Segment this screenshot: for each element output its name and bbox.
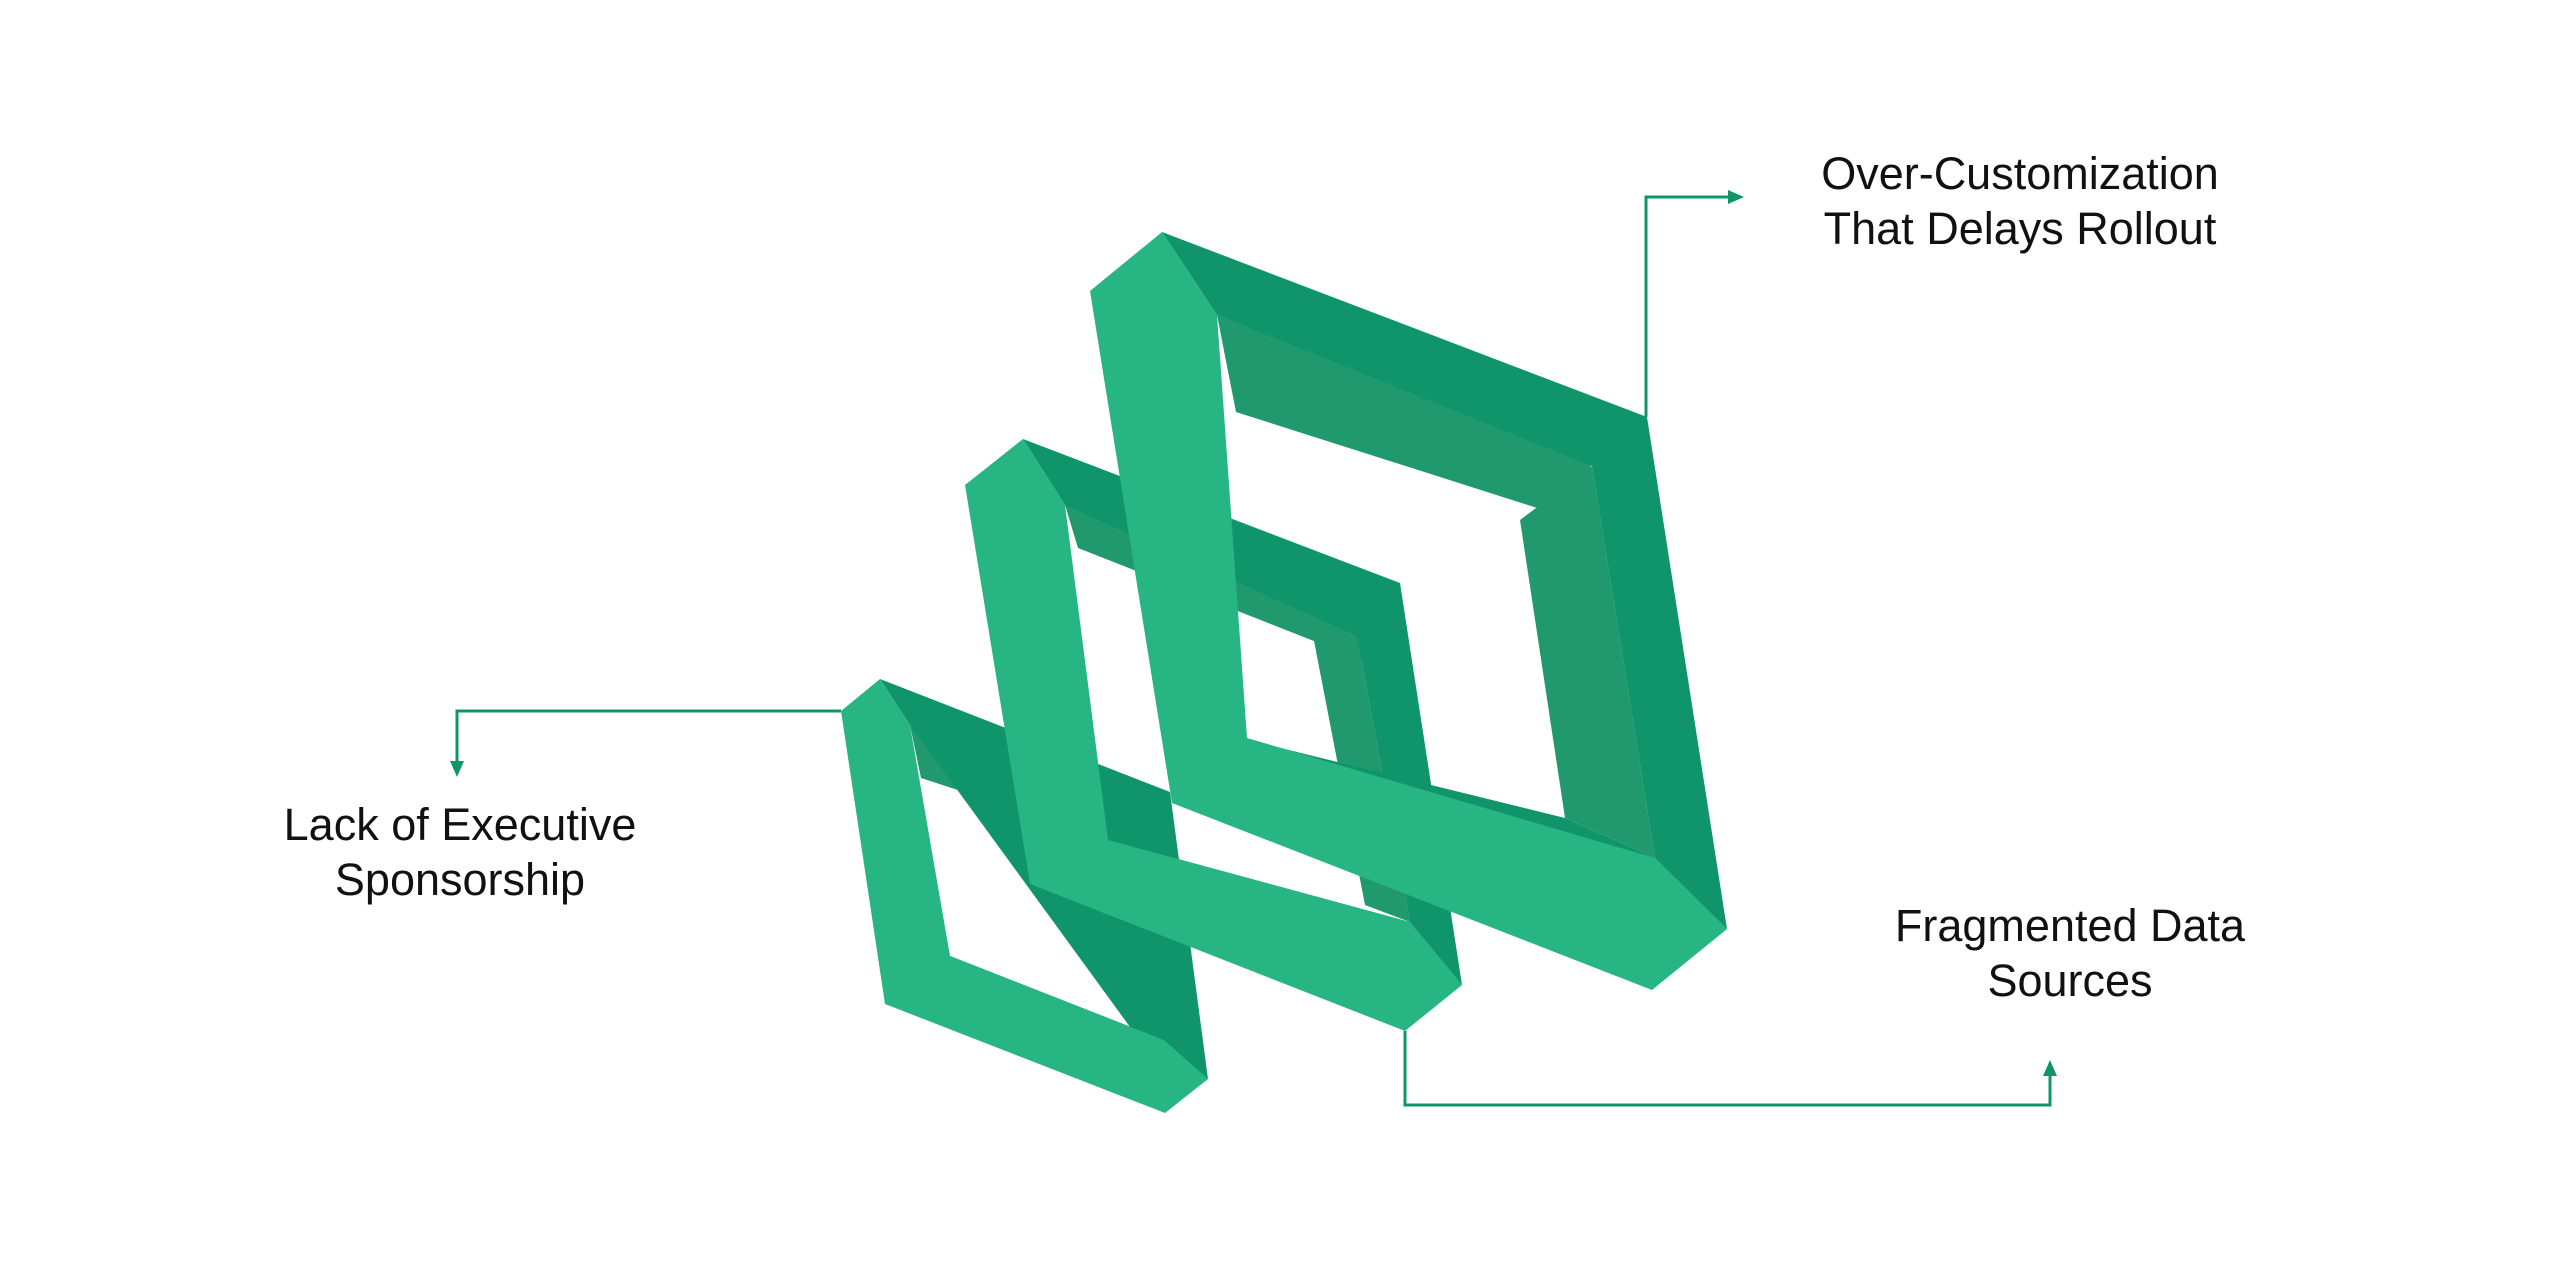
frame-large-inner-top — [1217, 315, 1600, 528]
frame-large — [1090, 232, 1727, 990]
frame-small-front — [841, 679, 1208, 1113]
frame-large-side — [1162, 232, 1727, 929]
label-over-customization: Over-Customization That Delays Rollout — [1740, 146, 2300, 256]
label-top-line-2: That Delays Rollout — [1823, 203, 2217, 254]
label-top-line-1: Over-Customization — [1821, 148, 2219, 199]
label-lack-of-executive-sponsorship: Lack of Executive Sponsorship — [205, 797, 715, 907]
frame-medium-front — [965, 439, 1462, 1031]
connector-top-line — [1644, 195, 1735, 417]
connector-right-line — [1403, 1031, 2052, 1107]
connector-left — [450, 709, 841, 777]
label-right-line-1: Fragmented Data — [1894, 900, 2246, 951]
frame-medium-side — [1023, 439, 1462, 985]
connector-top-arrow — [1728, 190, 1744, 204]
connector-right-arrow — [2043, 1060, 2057, 1076]
label-right-line-2: Sources — [1987, 955, 2153, 1006]
connector-right — [1403, 1031, 2057, 1107]
label-left-line-2: Sponsorship — [334, 854, 586, 905]
frame-large-front — [1090, 232, 1727, 990]
connector-left-line — [455, 709, 841, 768]
connector-left-arrow — [450, 761, 464, 777]
connector-top — [1644, 190, 1744, 417]
label-left-line-1: Lack of Executive — [283, 799, 637, 850]
frame-large-inner-right — [1520, 466, 1655, 858]
label-fragmented-data-sources: Fragmented Data Sources — [1830, 898, 2310, 1008]
